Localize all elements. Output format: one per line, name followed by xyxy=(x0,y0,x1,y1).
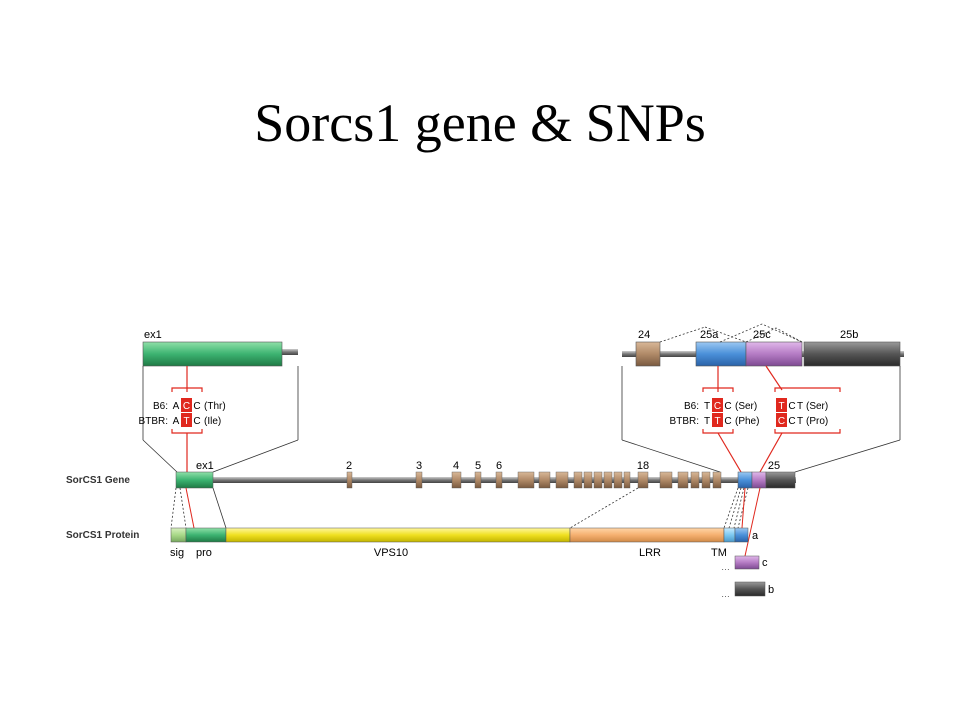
domain-lrr-label: LRR xyxy=(639,547,661,559)
top-ex1-box xyxy=(142,341,283,367)
domain-vps10 xyxy=(225,527,571,543)
protein-label: SorCS1 Protein xyxy=(66,530,139,541)
isoform-a-label: a xyxy=(752,530,759,542)
gene-exon-3-label: 3 xyxy=(416,460,422,472)
gene-exon-1 xyxy=(175,471,214,489)
snp-right-c-btbr-base3: T xyxy=(797,416,803,427)
gene-exon-25-label: 25 xyxy=(768,460,780,472)
isoform-a-tail xyxy=(734,527,749,543)
snp-left-b6-aa: (Thr) xyxy=(204,401,226,412)
top-ex1-label: ex1 xyxy=(144,329,162,341)
gene-exon-25b xyxy=(765,471,796,489)
snp-right-a-b6-base2: C xyxy=(714,401,721,412)
snp-right-a-strain-b6: B6: xyxy=(684,401,699,412)
snp-right-a-btbr-base3: C xyxy=(724,416,731,427)
domain-tm-label: TM xyxy=(711,547,727,559)
domain-lrr xyxy=(569,527,725,543)
exon-25c-label: 25c xyxy=(753,329,771,341)
snp-left-btbr-aa: (Ile) xyxy=(204,416,221,427)
gene-exon-2-label: 2 xyxy=(346,460,352,472)
snp-right-c-b6-aa: (Ser) xyxy=(806,401,828,412)
exon-24-label: 24 xyxy=(638,329,650,341)
isoform-c-ellipsis: … xyxy=(721,562,730,572)
domain-sig xyxy=(170,527,187,543)
gene-exon-6-label: 6 xyxy=(496,460,502,472)
exon-25a-label: 25a xyxy=(700,329,719,341)
gene-ex1-label: ex1 xyxy=(196,460,214,472)
top-left-intron-line xyxy=(282,349,298,355)
gene-exon-5-label: 5 xyxy=(475,460,481,472)
domain-pro xyxy=(185,527,227,543)
gene-brown-exons xyxy=(346,471,722,489)
isoform-c-tail xyxy=(734,555,760,570)
domain-vps10-label: VPS10 xyxy=(374,547,408,559)
isoform-c-label: c xyxy=(762,557,768,569)
exon-25a-box xyxy=(695,341,747,367)
exon-25c-box xyxy=(745,341,803,367)
exon-25b-box xyxy=(803,341,901,367)
gene-intron-line xyxy=(176,477,796,483)
snp-right-c: T C T (Ser) C C T (Pro) xyxy=(759,365,841,473)
snp-right-c-b6-base2: C xyxy=(788,401,795,412)
gene-exon-4-label: 4 xyxy=(453,460,459,472)
snp-right-a-b6-base3: C xyxy=(724,401,731,412)
isoform-b-tail xyxy=(734,581,766,597)
snp-left-btbr-base1: A xyxy=(173,416,180,427)
snp-right-a: B6: T C C (Ser) BTBR: T T C (Phe) xyxy=(670,366,759,473)
snp-right-a-b6-aa: (Ser) xyxy=(735,401,757,412)
snp-left-b6-base1: A xyxy=(173,401,180,412)
snp-left-btbr-base2: T xyxy=(183,416,189,427)
snp-left-strain-b6: B6: xyxy=(153,401,168,412)
isoform-b-ellipsis: … xyxy=(721,589,730,599)
snp-right-a-btbr-base2: T xyxy=(714,416,720,427)
sorcs1-gene: SorCS1 Gene ex1 2 xyxy=(66,460,796,489)
gene-exon-25a xyxy=(737,471,753,489)
exon-25b-label: 25b xyxy=(840,329,858,341)
snp-right-a-b6-base1: T xyxy=(704,401,710,412)
snp-right-c-btbr-aa: (Pro) xyxy=(806,416,828,427)
sorcs1-protein: SorCS1 Protein sig pro VPS10 LRR TM a … … xyxy=(66,527,774,599)
snp-right-c-btbr-base1: C xyxy=(778,416,785,427)
snp-left: B6: A C C (Thr) BTBR: A T C (Ile) xyxy=(139,366,226,472)
top-right-exon-zoom: 24 25a 25c 25b xyxy=(621,323,904,473)
snp-right-c-b6-base1: T xyxy=(778,401,784,412)
gene-exon-25c xyxy=(751,471,767,489)
gene-label: SorCS1 Gene xyxy=(66,475,130,486)
domain-pro-label: pro xyxy=(196,547,212,559)
domain-tm xyxy=(723,527,736,543)
exon-24-box xyxy=(635,341,661,367)
snp-left-strain-btbr: BTBR: xyxy=(139,416,168,427)
snp-right-a-btbr-aa: (Phe) xyxy=(735,416,759,427)
snp-left-btbr-base3: C xyxy=(193,416,200,427)
gene-protein-connectors xyxy=(170,487,761,557)
snp-left-b6-base3: C xyxy=(193,401,200,412)
gene-exon-18-label: 18 xyxy=(637,460,649,472)
snp-right-a-btbr-base1: T xyxy=(704,416,710,427)
page-title: Sorcs1 gene & SNPs xyxy=(254,93,706,153)
isoform-b-label: b xyxy=(768,584,774,596)
snp-right-c-b6-base3: T xyxy=(797,401,803,412)
snp-left-b6-base2: C xyxy=(183,401,190,412)
snp-right-c-btbr-base2: C xyxy=(788,416,795,427)
top-left-exon-zoom: ex1 xyxy=(142,329,299,473)
snp-right-a-strain-btbr: BTBR: xyxy=(670,416,699,427)
domain-sig-label: sig xyxy=(170,547,184,559)
